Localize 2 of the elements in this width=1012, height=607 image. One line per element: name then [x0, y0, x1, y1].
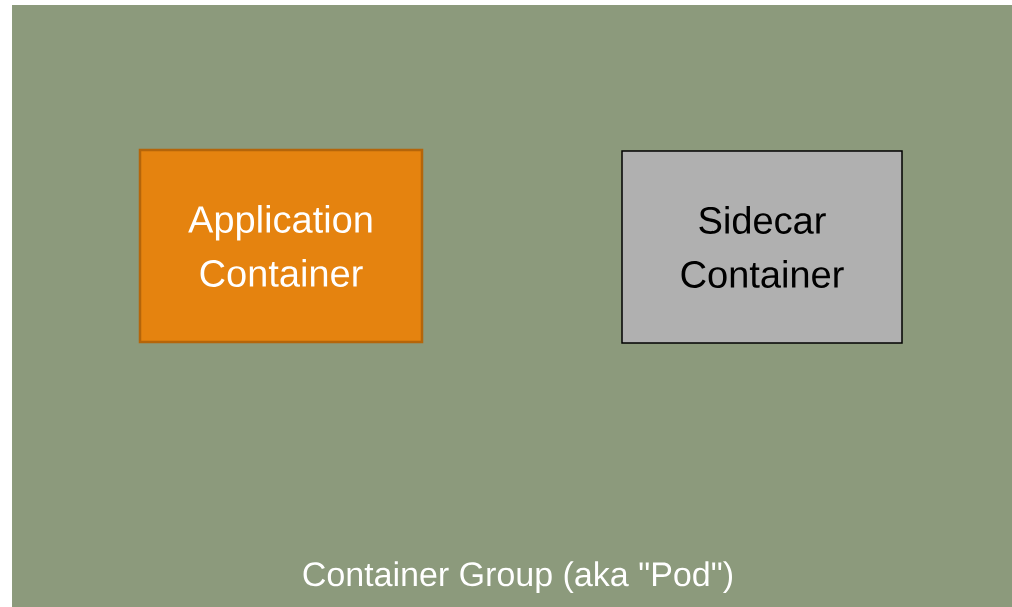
container-box: Sidecar Container [621, 150, 903, 344]
container-box: Application Container [138, 148, 424, 344]
